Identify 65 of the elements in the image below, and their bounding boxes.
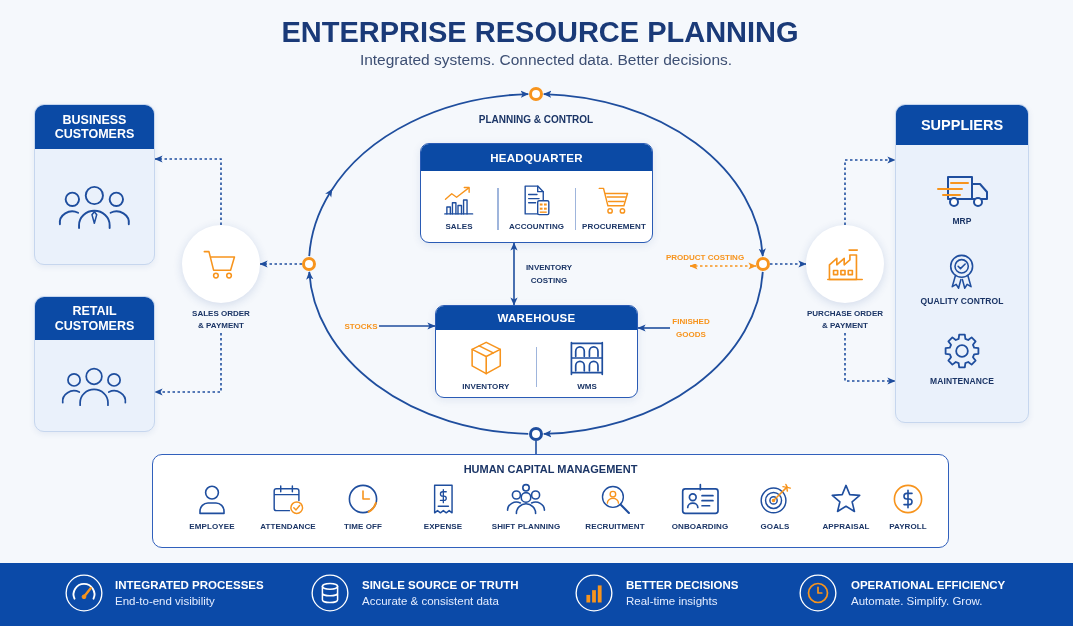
module-panel xyxy=(152,454,949,548)
benefit-title: SINGLE SOURCE OF TRUTH xyxy=(362,579,519,591)
item-label: PAYROLL xyxy=(889,522,927,532)
panel-header: WAREHOUSE xyxy=(436,306,637,330)
flow-label: STOCKS xyxy=(344,320,378,333)
info-card xyxy=(34,296,155,432)
panel-header: HEADQUARTER xyxy=(421,144,652,171)
item-label: QUALITY CONTROL xyxy=(920,296,1004,307)
page-title: ENTERPRISE RESOURCE PLANNING xyxy=(281,16,799,49)
item-label: ACCOUNTING xyxy=(508,222,565,232)
cycle-arrow xyxy=(542,270,764,437)
panel xyxy=(420,143,653,243)
benefit-text: End-to-end visibility xyxy=(115,595,215,607)
card-header: SUPPLIERS xyxy=(896,105,1028,145)
ring-marker xyxy=(756,257,770,271)
item-label: PROCUREMENT xyxy=(582,222,646,232)
ring-marker xyxy=(529,427,543,441)
item-label: WMS xyxy=(577,382,598,392)
benefit-title: OPERATIONAL EFFICIENCY xyxy=(851,579,1006,591)
dashed-arrow xyxy=(154,155,222,226)
arrow xyxy=(378,322,436,330)
flow-label: FINISHED GOODS xyxy=(671,316,711,341)
dashed-arrow xyxy=(844,156,896,226)
arrow xyxy=(637,324,671,332)
arrow xyxy=(510,242,518,306)
info-card xyxy=(34,104,155,265)
item-label: APPRAISAL xyxy=(822,522,870,532)
panel-title: HUMAN CAPITAL MANAGEMENT xyxy=(463,463,638,475)
dashed-arrow xyxy=(689,262,757,270)
benefit-text: Automate. Simplify. Grow. xyxy=(851,595,983,607)
item-label: EXPENSE xyxy=(423,522,463,532)
item-label: ONBOARDING xyxy=(671,522,729,532)
dashed-arrow xyxy=(259,260,303,268)
item-label: SALES xyxy=(445,222,473,232)
item-label: MRP xyxy=(952,216,972,227)
cycle-label: PLANNING & CONTROL xyxy=(478,114,594,125)
connector-line xyxy=(535,440,537,455)
benefit-title: INTEGRATED PROCESSES xyxy=(115,579,264,591)
item-label: INVENTORY xyxy=(462,382,510,392)
ring-marker xyxy=(529,87,543,101)
footer-banner xyxy=(0,563,1073,626)
ring-marker xyxy=(302,257,316,271)
benefit-title: BETTER DECISIONS xyxy=(626,579,739,591)
item-label: MAINTENANCE xyxy=(930,376,994,387)
item-label: TIME OFF xyxy=(343,522,383,532)
item-label: EMPLOYEE xyxy=(189,522,235,532)
benefit-text: Real-time insights xyxy=(626,595,718,607)
subtitle: Integrated systems. Connected data. Better decisions. xyxy=(359,51,733,69)
dashed-arrow xyxy=(769,260,807,268)
node-label: SALES ORDER & PAYMENT xyxy=(191,308,251,332)
item-label: ATTENDANCE xyxy=(260,522,316,532)
node-label: PURCHASE ORDER & PAYMENT xyxy=(806,308,884,332)
item-label: SHIFT PLANNING xyxy=(491,522,561,532)
panel xyxy=(435,305,638,398)
card-header: BUSINESS CUSTOMERS xyxy=(35,105,154,149)
benefit-text: Accurate & consistent data xyxy=(362,595,499,607)
card-header: RETAIL CUSTOMERS xyxy=(35,297,154,340)
info-card xyxy=(895,104,1029,423)
cycle-arrow xyxy=(542,91,766,258)
cycle-arrow xyxy=(306,270,530,435)
item-label: RECRUITMENT xyxy=(585,522,645,532)
dashed-arrow xyxy=(844,332,896,385)
item-label: GOALS xyxy=(760,522,790,532)
cycle-arrow xyxy=(308,90,530,258)
dashed-arrow xyxy=(154,332,222,396)
